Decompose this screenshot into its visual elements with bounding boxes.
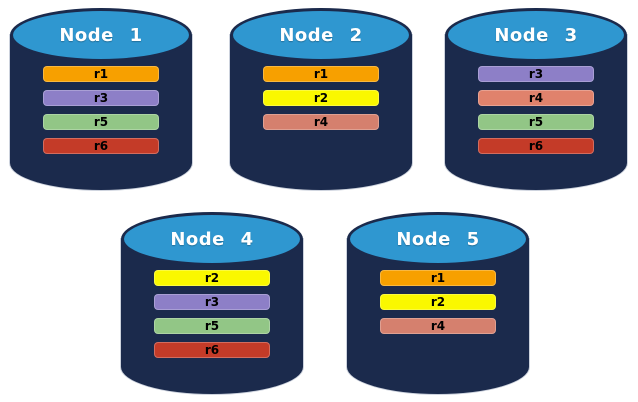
node-1-cylinder-top: Node 1 <box>10 8 192 62</box>
node-4-title: Node 4 <box>170 228 254 250</box>
node-3-cylinder: Node 3 r3 r4 r5 r6 <box>445 8 627 190</box>
node-3-title: Node 3 <box>494 24 578 46</box>
replica-label: r4 <box>528 91 544 105</box>
node-5-replica-list: r1 r2 r4 <box>380 270 496 334</box>
node-1-title: Node 1 <box>59 24 143 46</box>
replica-bar: r6 <box>154 342 270 358</box>
replica-label: r5 <box>528 115 544 129</box>
node-1-replica-list: r1 r3 r5 r6 <box>43 66 159 154</box>
node-2-replica-list: r1 r2 r4 <box>263 66 379 130</box>
node-4-cylinder-top: Node 4 <box>121 212 303 266</box>
replica-bar: r3 <box>478 66 594 82</box>
replica-bar: r2 <box>154 270 270 286</box>
replica-label: r1 <box>430 271 446 285</box>
replica-label: r3 <box>204 295 220 309</box>
replica-bar: r6 <box>43 138 159 154</box>
node-4-replica-list: r2 r3 r5 r6 <box>154 270 270 358</box>
node-3-replica-list: r3 r4 r5 r6 <box>478 66 594 154</box>
node-3-cylinder-top: Node 3 <box>445 8 627 62</box>
replica-bar: r1 <box>43 66 159 82</box>
replica-label: r6 <box>204 343 220 357</box>
node-4-cylinder: Node 4 r2 r3 r5 r6 <box>121 212 303 394</box>
replica-bar: r3 <box>43 90 159 106</box>
node-2-cylinder-top: Node 2 <box>230 8 412 62</box>
node-1-cylinder: Node 1 r1 r3 r5 r6 <box>10 8 192 190</box>
replica-bar: r4 <box>478 90 594 106</box>
replica-bar: r1 <box>263 66 379 82</box>
replica-label: r4 <box>313 115 329 129</box>
replica-bar: r2 <box>263 90 379 106</box>
replica-label: r3 <box>93 91 109 105</box>
node-2-title: Node 2 <box>279 24 363 46</box>
replica-bar: r1 <box>380 270 496 286</box>
node-5-cylinder: Node 5 r1 r2 r4 <box>347 212 529 394</box>
replica-label: r3 <box>528 67 544 81</box>
replica-label: r1 <box>93 67 109 81</box>
replica-label: r5 <box>93 115 109 129</box>
replica-bar: r4 <box>380 318 496 334</box>
replica-bar: r5 <box>478 114 594 130</box>
replica-bar: r2 <box>380 294 496 310</box>
replica-bar: r3 <box>154 294 270 310</box>
node-5-title: Node 5 <box>396 228 480 250</box>
replica-bar: r4 <box>263 114 379 130</box>
replica-label: r6 <box>93 139 109 153</box>
replica-label: r2 <box>204 271 220 285</box>
node-2-cylinder: Node 2 r1 r2 r4 <box>230 8 412 190</box>
replica-label: r4 <box>430 319 446 333</box>
replica-label: r1 <box>313 67 329 81</box>
replica-bar: r5 <box>43 114 159 130</box>
node-5-cylinder-top: Node 5 <box>347 212 529 266</box>
replica-label: r2 <box>430 295 446 309</box>
replica-label: r2 <box>313 91 329 105</box>
replica-bar: r5 <box>154 318 270 334</box>
replica-label: r6 <box>528 139 544 153</box>
replica-label: r5 <box>204 319 220 333</box>
replica-bar: r6 <box>478 138 594 154</box>
